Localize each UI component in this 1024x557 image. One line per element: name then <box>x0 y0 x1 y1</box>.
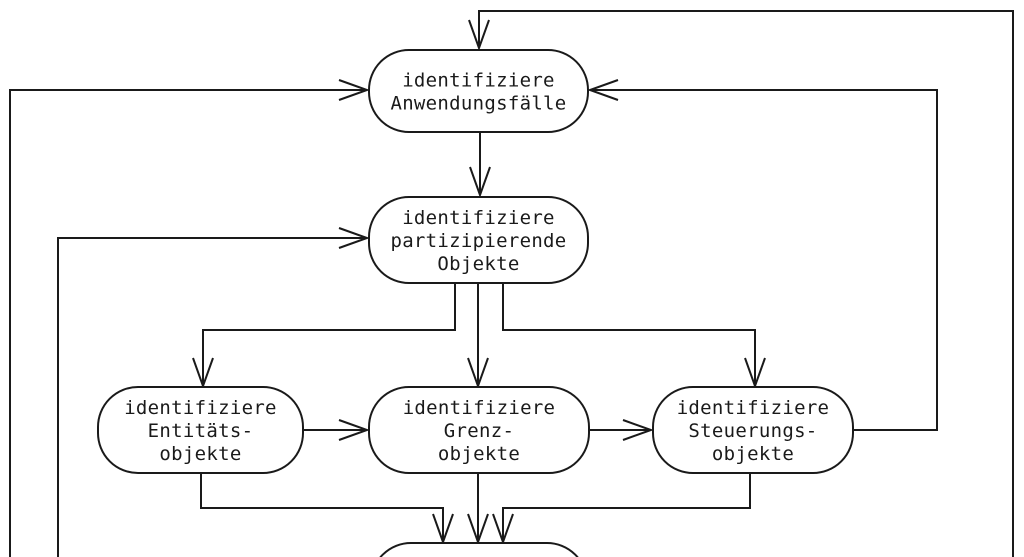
edge-path <box>502 283 756 386</box>
edge-control-to-next-step <box>492 473 751 545</box>
edge-path <box>9 89 367 557</box>
arrowhead-icon <box>587 79 619 101</box>
node-shape <box>652 386 854 474</box>
edge-path <box>502 473 751 542</box>
edge-path <box>590 89 938 431</box>
edge-participating-to-boundary <box>467 283 489 389</box>
arrowhead-icon <box>468 19 490 51</box>
edge-entity-to-next-step <box>200 473 454 545</box>
arrowhead-icon <box>338 79 370 101</box>
arrowhead-icon <box>622 419 654 441</box>
arrowhead-icon <box>338 419 370 441</box>
edge-path <box>202 283 456 386</box>
flow-node-next-step-partial <box>379 542 579 557</box>
arrowhead-icon <box>469 166 491 198</box>
edge-path <box>478 10 1014 557</box>
edge-path <box>57 237 367 557</box>
edge-feedback-left-to-use-cases <box>9 79 370 557</box>
edge-path <box>200 473 444 542</box>
edge-feedback-control-to-use-cases <box>587 79 938 431</box>
node-shape <box>368 49 589 133</box>
edge-entity-to-boundary <box>303 419 370 441</box>
node-shape <box>368 196 589 284</box>
edge-feedback-bottom-to-use-cases <box>468 10 1014 557</box>
edge-boundary-to-control <box>589 419 654 441</box>
edge-feedback-left-to-participating <box>57 227 370 557</box>
node-shape <box>379 542 579 557</box>
node-shape <box>97 386 304 474</box>
edge-participating-to-entity <box>192 283 456 389</box>
arrowhead-icon <box>338 227 370 249</box>
edge-boundary-to-next-step <box>467 473 489 545</box>
edge-participating-to-control <box>502 283 766 389</box>
node-shape <box>368 386 590 474</box>
edge-use-cases-to-participating <box>469 132 491 198</box>
